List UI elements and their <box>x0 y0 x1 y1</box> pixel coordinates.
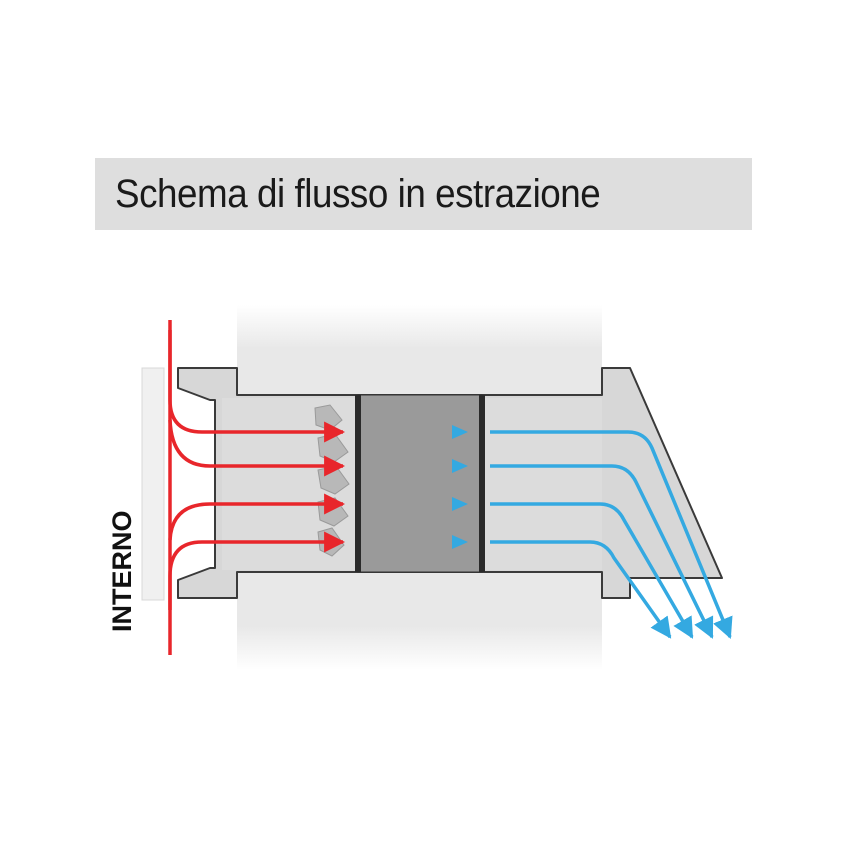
cold-flow-3 <box>490 502 694 639</box>
diagram-title: Schema di flusso in estrazione <box>115 172 601 216</box>
core-arrowhead-1 <box>452 425 468 439</box>
core-arrowhead-4 <box>452 535 468 549</box>
heat-exchanger-core <box>357 394 483 573</box>
cold-flow-4 <box>490 540 672 639</box>
core-flow-arrowheads <box>452 425 468 549</box>
interno-label: INTERNO <box>107 511 137 633</box>
title-bar: Schema di flusso in estrazione <box>95 158 752 230</box>
warm-flow-2 <box>168 419 346 477</box>
core-arrowhead-2 <box>452 459 468 473</box>
interior-grille-plate <box>141 367 165 601</box>
warm-flow-lines <box>168 320 346 655</box>
core-arrowhead-3 <box>452 497 468 511</box>
warm-flow-4 <box>168 531 346 610</box>
cold-flow-1 <box>490 430 733 639</box>
core-flow-lines <box>372 430 462 544</box>
warm-flow-1 <box>168 330 346 443</box>
cold-flow-lines <box>490 430 733 639</box>
warm-flow-3 <box>168 493 346 541</box>
core-left-frame <box>355 395 361 572</box>
core-right-frame <box>479 395 485 572</box>
cold-flow-2 <box>490 464 714 639</box>
